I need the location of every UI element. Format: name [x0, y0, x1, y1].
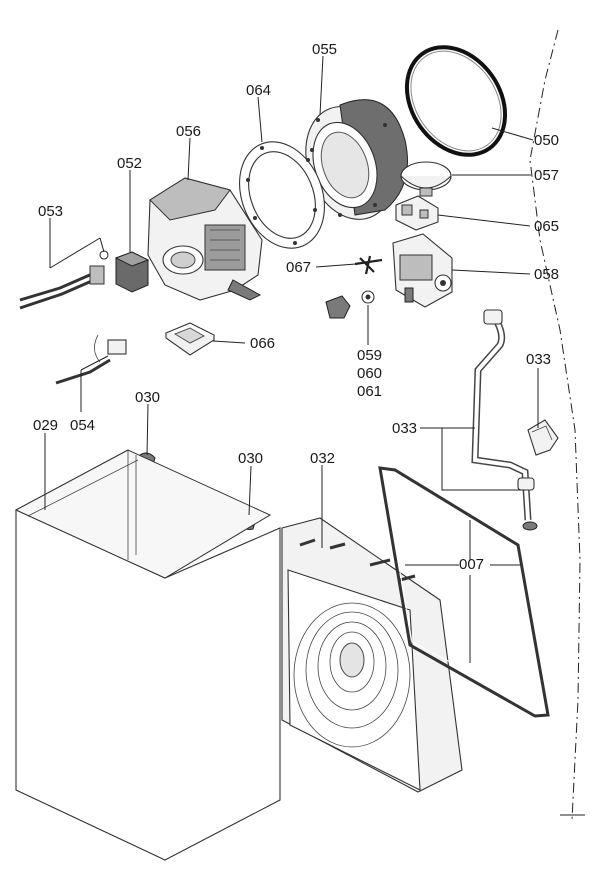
- label-033-bracket: 033: [526, 351, 551, 368]
- label-067: 067: [286, 259, 311, 276]
- label-064: 064: [246, 82, 271, 99]
- part-029-casing: [14, 449, 281, 861]
- part-labels: 055 064 050 056 052 057 053 065 067 058 …: [33, 41, 559, 573]
- part-065-bracket: [395, 195, 439, 231]
- part-059-061-small-parts: [325, 290, 375, 319]
- part-007-seal-frame: [378, 466, 550, 718]
- label-030-upper: 030: [135, 389, 160, 406]
- label-056: 056: [176, 123, 201, 140]
- part-055-combustion-chamber: [305, 99, 408, 220]
- part-066-tray: [164, 322, 216, 356]
- label-029: 029: [33, 417, 58, 434]
- label-054: 054: [70, 417, 95, 434]
- label-007: 007: [459, 556, 484, 573]
- part-033-bracket: [527, 419, 559, 456]
- part-064-gasket: [239, 141, 325, 249]
- part-054-electrode: [55, 334, 127, 385]
- part-050-seal-ring: [404, 45, 508, 157]
- label-032: 032: [310, 450, 335, 467]
- part-058-control-unit: [392, 233, 453, 308]
- label-052: 052: [117, 155, 142, 172]
- part-053-electrodes: [19, 250, 109, 310]
- assembly-axis-line: [529, 29, 585, 821]
- part-032-front-panel: [281, 517, 463, 793]
- label-055: 055: [312, 41, 337, 58]
- label-065: 065: [534, 218, 559, 235]
- label-060: 060: [357, 365, 382, 382]
- label-050: 050: [534, 132, 559, 149]
- label-030-lower: 030: [238, 450, 263, 467]
- part-057-cover-cap: [400, 161, 452, 197]
- label-059: 059: [357, 347, 382, 364]
- label-058: 058: [534, 266, 559, 283]
- part-052-block: [114, 251, 150, 293]
- part-033-pipe: [471, 309, 538, 531]
- leader-lines: [44, 55, 539, 663]
- label-057: 057: [534, 167, 559, 184]
- label-066: 066: [250, 335, 275, 352]
- part-056-burner-unit: [147, 177, 263, 301]
- label-061: 061: [357, 383, 382, 400]
- label-033-pipe: 033: [392, 420, 417, 437]
- part-067-clip: [354, 255, 383, 275]
- label-053: 053: [38, 203, 63, 220]
